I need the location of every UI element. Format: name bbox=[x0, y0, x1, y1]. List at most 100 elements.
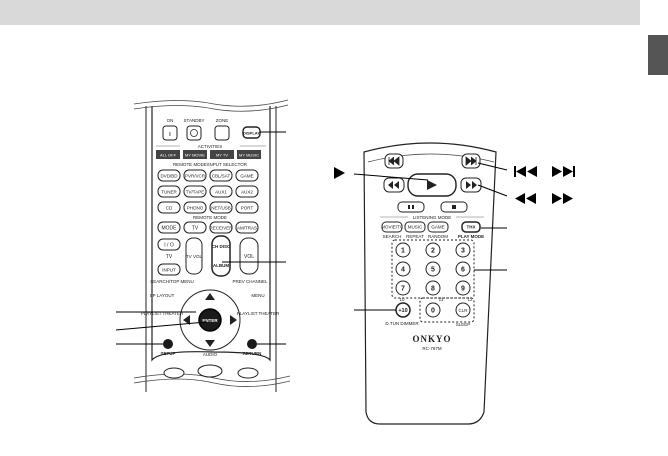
all-off-button[interactable] bbox=[156, 150, 180, 159]
search-label: SEARCH bbox=[383, 234, 402, 239]
play-mode-label: PLAY MODE bbox=[458, 234, 484, 239]
net-usb-button[interactable] bbox=[209, 201, 233, 214]
return-button[interactable] bbox=[247, 339, 257, 349]
receiver-label: RECEIVER bbox=[209, 226, 233, 231]
number-2[interactable]: 2 bbox=[431, 248, 435, 255]
rewind-icon bbox=[388, 181, 399, 189]
movie-tv-label: MOVIE/TV bbox=[381, 225, 403, 230]
onkyo-logo: ONKYO bbox=[412, 334, 451, 344]
playlist-left-label: PLAYLIST THEATER bbox=[141, 311, 184, 316]
net-usb-label: NET/USB bbox=[211, 206, 231, 211]
skip-prev-icon bbox=[388, 156, 400, 166]
nav-left-icon[interactable] bbox=[183, 315, 190, 325]
number-5[interactable]: 5 bbox=[431, 267, 435, 274]
port-button[interactable] bbox=[235, 201, 259, 214]
vol-rocker[interactable] bbox=[239, 237, 259, 275]
sp-layout-label: SP LAYOUT bbox=[150, 293, 175, 298]
input-row-3: CD PHONO NET/USB PORT bbox=[157, 201, 259, 214]
cbl-sat-label: CBL/SAT bbox=[212, 174, 231, 179]
number-1[interactable]: 1 bbox=[401, 248, 405, 255]
receiver-button[interactable] bbox=[209, 221, 233, 234]
activity-buttons: ALL OFF MY MOVIE MY TV MY MUSIC bbox=[156, 150, 261, 159]
number-8[interactable]: 8 bbox=[431, 286, 435, 293]
music-button[interactable] bbox=[404, 221, 426, 233]
remote-mode-input-label: REMOTE MODE/INPUT SELECTOR bbox=[173, 162, 248, 167]
tv-mode-button[interactable] bbox=[183, 221, 207, 234]
tv-tape-button[interactable] bbox=[183, 185, 207, 198]
clr-button[interactable]: CLR bbox=[458, 308, 468, 313]
input-row-1: DVD/BD PVR/VCR CBL/SAT GAME bbox=[157, 169, 259, 182]
search-top-menu-label: SEARCH/TOP MENU bbox=[150, 279, 194, 284]
my-tv-button[interactable] bbox=[210, 150, 234, 159]
port-label: PORT bbox=[241, 206, 254, 211]
my-music-button[interactable] bbox=[237, 150, 261, 159]
enter-button[interactable] bbox=[198, 308, 222, 332]
tuner-button[interactable] bbox=[157, 185, 181, 198]
play-button-icon bbox=[427, 180, 437, 190]
listening-mode-label: LISTENING MODE bbox=[413, 215, 452, 220]
small-number-12: 12 bbox=[467, 297, 473, 302]
number-6[interactable]: 6 bbox=[461, 267, 465, 274]
number-plus10[interactable]: +10 bbox=[398, 308, 407, 314]
repeat-label: REPEAT bbox=[406, 234, 424, 239]
cd-button[interactable] bbox=[157, 201, 181, 214]
my-movie-button[interactable] bbox=[183, 150, 207, 159]
nav-right-icon[interactable] bbox=[230, 315, 237, 325]
setup-button[interactable] bbox=[163, 339, 173, 349]
on-button-glyph: I bbox=[169, 132, 171, 138]
tv-tape-label: TV/TAPE bbox=[186, 190, 204, 195]
number-7[interactable]: 7 bbox=[401, 286, 405, 293]
thx-button[interactable] bbox=[461, 221, 481, 233]
number-0[interactable]: 0 bbox=[431, 308, 435, 315]
album-label: ALBUM bbox=[213, 263, 229, 268]
all-off-label: ALL OFF bbox=[160, 153, 177, 158]
mode-button[interactable] bbox=[157, 221, 181, 234]
skip-prev-next-icon bbox=[514, 166, 575, 177]
dvd-bd-label: DVD/BD bbox=[160, 174, 178, 179]
am-tras-button[interactable] bbox=[235, 221, 259, 234]
input-row-2: TUNER TV/TAPE AUX1 AUX2 bbox=[157, 185, 259, 198]
zone-button[interactable] bbox=[214, 125, 230, 141]
tv-input-button[interactable] bbox=[157, 263, 181, 276]
movie-tv-button[interactable] bbox=[381, 221, 403, 233]
vol-label: VOL bbox=[244, 254, 254, 260]
play-callout-icon bbox=[334, 167, 345, 179]
tv-input-label: INPUT bbox=[162, 268, 176, 273]
tv-vol-rocker[interactable] bbox=[185, 237, 203, 275]
bottom-right-button[interactable] bbox=[237, 367, 259, 379]
aux1-button[interactable] bbox=[209, 185, 233, 198]
bottom-left-button[interactable] bbox=[163, 367, 185, 379]
right-leader-lines bbox=[353, 162, 508, 311]
standby-label: STANDBY bbox=[184, 118, 205, 123]
on-button[interactable] bbox=[162, 125, 178, 141]
pause-button[interactable] bbox=[397, 201, 425, 213]
nav-up-icon[interactable] bbox=[205, 293, 215, 300]
game-label: GAME bbox=[431, 225, 444, 230]
my-movie-label: MY MOVIE bbox=[185, 153, 205, 158]
nav-down-icon[interactable] bbox=[205, 340, 215, 347]
small-number-11: 11 bbox=[439, 297, 444, 302]
bottom-center-button[interactable] bbox=[197, 364, 223, 378]
tv-power-button[interactable] bbox=[157, 238, 181, 251]
on-label: ON bbox=[167, 118, 174, 123]
pvr-vcr-button[interactable] bbox=[183, 169, 207, 182]
number-4[interactable]: 4 bbox=[401, 267, 405, 274]
dvd-bd-button[interactable] bbox=[157, 169, 181, 182]
random-label: RANDOM bbox=[428, 234, 448, 239]
rewind-fastforward-icon bbox=[515, 193, 573, 204]
activities-label: ACTIVITIES bbox=[198, 144, 223, 149]
setup-label: SETUP bbox=[160, 351, 175, 356]
number-3[interactable]: 3 bbox=[461, 248, 465, 255]
phono-button[interactable] bbox=[183, 201, 207, 214]
game-input-button[interactable] bbox=[235, 169, 259, 182]
game-button[interactable] bbox=[427, 221, 449, 233]
ch-disc-rocker[interactable] bbox=[211, 235, 231, 277]
number-pad-outline-lower bbox=[419, 297, 475, 323]
number-9[interactable]: 9 bbox=[461, 286, 465, 293]
aux2-button[interactable] bbox=[235, 185, 259, 198]
zone-label: ZONE bbox=[216, 118, 229, 123]
prev-channel-label: PREV CHANNEL bbox=[232, 279, 268, 284]
cbl-sat-button[interactable] bbox=[209, 169, 233, 182]
standby-button[interactable] bbox=[186, 125, 202, 141]
